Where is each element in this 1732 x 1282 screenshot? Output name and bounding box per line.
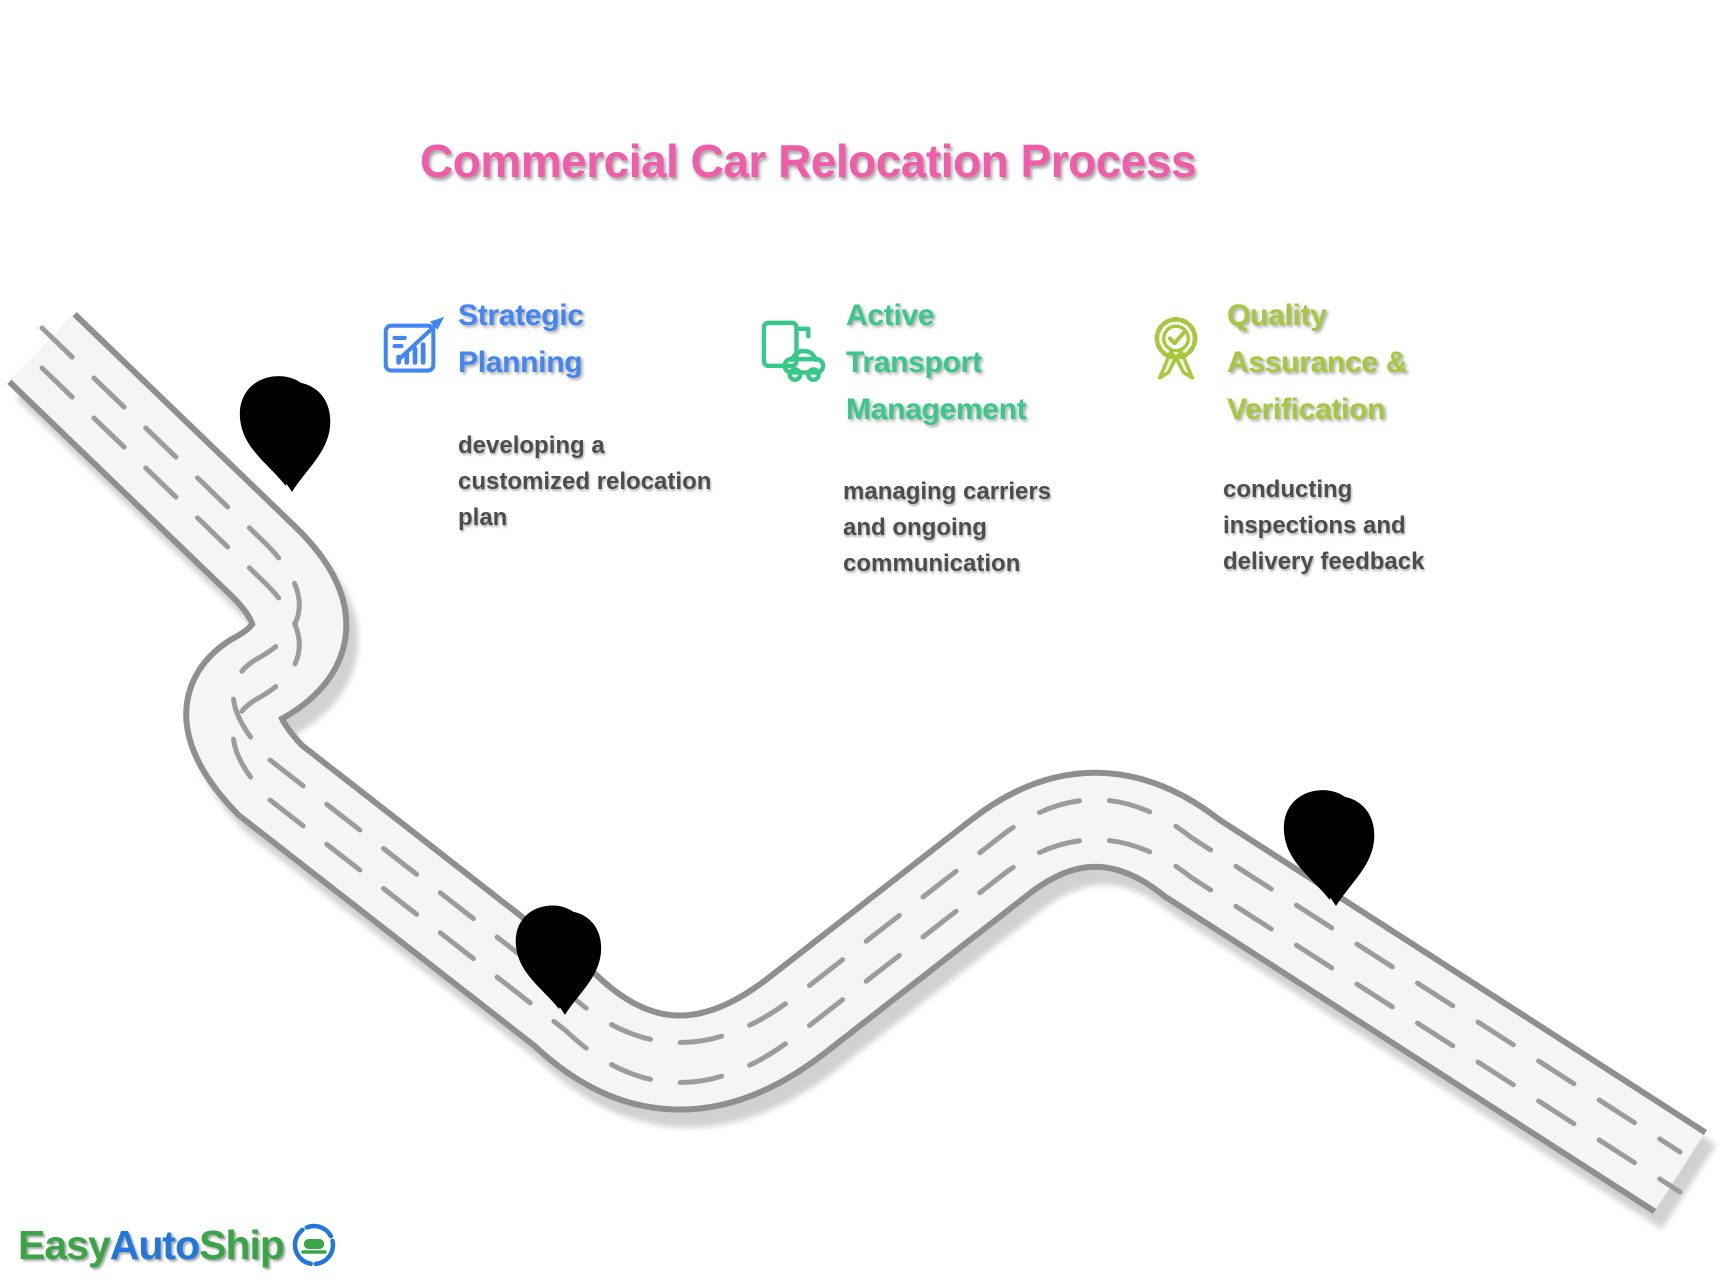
car-transport-truck-icon [761, 320, 826, 383]
step-heading-line: Management [846, 393, 1027, 426]
step-description: managing carriers and ongoing communicat… [843, 474, 1051, 582]
step-heading: Quality Assurance & Verification [1227, 292, 1407, 433]
step-description-line: managing carriers [843, 478, 1052, 505]
award-ribbon-check-icon [1154, 317, 1198, 380]
step-description-line: developing a [458, 432, 605, 459]
step-description-line: inspections and [1223, 512, 1406, 539]
globe-swoosh-car-icon [292, 1223, 336, 1267]
bar-chart-growth-icon [383, 316, 445, 373]
step-heading-line: Quality [1227, 299, 1327, 332]
step-heading-line: Transport [846, 346, 982, 379]
step-heading: Active Transport Management [846, 292, 1027, 433]
step-description-line: communication [843, 550, 1021, 577]
map-pin-step-3-icon [1282, 786, 1375, 906]
step-heading: Strategic Planning [458, 292, 584, 386]
step-description-line: conducting [1223, 476, 1353, 503]
step-description: conducting inspections and delivery feed… [1223, 472, 1424, 580]
step-description-line: plan [458, 504, 508, 531]
map-pin-step-1-icon [238, 372, 331, 492]
page-title: Commercial Car Relocation Process [420, 135, 1197, 187]
logo-word-auto: Auto [109, 1221, 200, 1268]
step-heading-line: Active [846, 299, 935, 332]
step-description-line: customized relocation [458, 468, 712, 495]
step-description: developing a customized relocation plan [458, 428, 711, 536]
brand-logo: EasyAutoShip [18, 1220, 338, 1270]
map-pin-step-2-icon [514, 901, 602, 1015]
logo-word-easy: Easy [18, 1221, 111, 1268]
step-description-line: and ongoing [843, 514, 987, 541]
step-heading-line: Assurance & [1227, 346, 1408, 379]
step-heading-line: Verification [1227, 393, 1386, 426]
logo-word-ship: Ship [199, 1221, 285, 1268]
step-heading-line: Strategic [458, 299, 584, 332]
step-heading-line: Planning [458, 346, 583, 379]
brand-logo-text: EasyAutoShip [18, 1221, 285, 1269]
step-description-line: delivery feedback [1223, 548, 1425, 575]
